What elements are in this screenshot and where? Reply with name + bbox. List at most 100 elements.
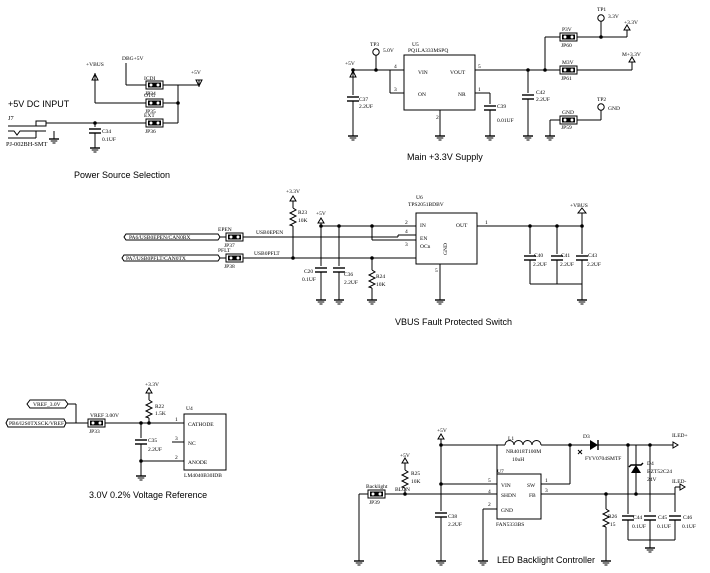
jumper-jp39[interactable] <box>367 489 386 499</box>
sig-pflt: PA7/USB0PFLT/CAN0TX <box>126 256 186 262</box>
led-p5v-b: +5V <box>400 453 410 459</box>
jumper-jp35[interactable] <box>145 98 164 108</box>
main33-section-title: Main +3.3V Supply <box>407 152 483 162</box>
jumper-jp37[interactable] <box>225 232 244 242</box>
u7-pin-gnd: GND <box>501 508 513 514</box>
c45-val: 0.1UF <box>657 524 671 530</box>
u6-n2: 2 <box>405 220 408 226</box>
u4-n1: 1 <box>175 417 178 423</box>
ic-u7 <box>496 473 542 520</box>
c44-ref: C44 <box>633 515 642 521</box>
d3-part: FYV0704SMTF <box>585 456 621 462</box>
dbg5v-net-label: DBG+5V <box>122 56 143 62</box>
u4-part: LM4040B30IDB <box>184 473 222 479</box>
vbus-switch-section: +3.3V R23 10K +5V C20 0.1UF C36 2.2UF PA… <box>121 189 601 327</box>
u5-pin-vin: VIN <box>418 70 428 76</box>
j7-part: PJ-002BH-SMT <box>6 141 47 148</box>
u6-part: TPS2051BDBV <box>408 202 444 208</box>
c36-val: 2.2UF <box>344 280 358 286</box>
jp34-ref: JP34 <box>145 91 156 97</box>
ic-u6 <box>415 212 478 265</box>
m33-net-label: M+3.3V <box>622 52 641 58</box>
jp38-ref: JP38 <box>224 264 235 270</box>
c40-ref: C40 <box>534 253 543 259</box>
jumper-jp34[interactable] <box>145 80 164 90</box>
u6-n4: 4 <box>405 229 408 235</box>
jumper-jp38[interactable] <box>225 253 244 263</box>
u7-part: FAN5333BS <box>496 522 524 528</box>
u5-pin-on: ON <box>418 92 426 98</box>
r26-ref: R26 <box>608 514 617 520</box>
p3v-label: P3V <box>562 27 572 33</box>
c42-ref: C42 <box>536 90 545 96</box>
u4-pin-cathode: CATHODE <box>188 422 214 428</box>
u6-n3: 3 <box>405 242 408 248</box>
jumper-jp60[interactable] <box>559 32 578 42</box>
vbus-p5v-net: +5V <box>316 211 326 217</box>
u5-n5: 5 <box>478 64 481 70</box>
jp36-label: EXT <box>144 113 155 119</box>
c20-ref: C20 <box>304 269 313 275</box>
p5v-net-label-2: +5V <box>345 61 355 67</box>
u5-part: PQ1LA333MSPQ <box>408 48 448 54</box>
m3v-label: M3V <box>562 60 574 66</box>
vref-section-title: 3.0V 0.2% Voltage Reference <box>89 490 207 500</box>
jp36-ref: JP36 <box>145 129 156 135</box>
led-p5v-a: +5V <box>437 428 447 434</box>
jp35-ref: JP35 <box>145 109 156 115</box>
l1-val: 10uH <box>512 457 524 463</box>
vbus-net-out: +VBUS <box>570 203 588 209</box>
u5-n2: 2 <box>436 115 439 121</box>
tp2-val: GND <box>608 106 620 112</box>
u4-ref: U4 <box>186 406 193 412</box>
c34-val: 0.1UF <box>102 137 116 143</box>
vref-net-flag: VREF_3.0V <box>33 402 61 408</box>
l1-part: NR4018T100M <box>506 449 541 455</box>
tp1-ref: TP1 <box>597 7 606 13</box>
jp59-ref: JP59 <box>561 125 572 131</box>
d4-part: BZT52C24 <box>647 469 672 475</box>
ic-u5 <box>403 54 476 111</box>
c43-val: 2.2UF <box>587 262 601 268</box>
c44-val: 0.1UF <box>632 524 646 530</box>
r24-ref: R24 <box>376 274 385 280</box>
c20-val: 0.1UF <box>302 277 316 283</box>
vbus-section-title: VBUS Fault Protected Switch <box>395 317 512 327</box>
j7-ref: J7 <box>8 115 14 122</box>
sig-pb6: PB6/I2S0TXSCK/VREF <box>9 421 64 427</box>
r22-ref: R22 <box>155 404 164 410</box>
pflt-label: PFLT <box>218 248 231 254</box>
u6-pin-en: EN <box>420 236 427 242</box>
p5v-net-label: +5V <box>191 70 201 76</box>
u6-pin-in: IN <box>420 223 426 229</box>
u7-n2: 2 <box>488 502 491 508</box>
power-section-title: Power Source Selection <box>74 170 170 180</box>
p33-net-label: +3.3V <box>624 20 638 26</box>
u7-n4: 4 <box>488 489 491 495</box>
net-usb0pflt: USB0PFLT <box>254 251 280 257</box>
gnd-jumper-label: GND <box>562 110 574 116</box>
u5-pin-nr: NR <box>458 92 466 98</box>
c45-ref: C45 <box>658 515 667 521</box>
jumper-jp59[interactable] <box>559 115 578 125</box>
u5-ref: U5 <box>412 42 419 48</box>
epen-label: EPEN <box>218 227 232 233</box>
iled-plus: ILED+ <box>672 433 688 439</box>
jumper-jp33[interactable] <box>87 418 106 428</box>
u7-ref: U7 <box>497 469 504 475</box>
c34-ref: C34 <box>102 129 111 135</box>
jumper-jp36[interactable] <box>145 118 164 128</box>
net-usb0epen: USB0EPEN <box>256 230 283 236</box>
u7-pin-shdn: SHDN <box>501 493 516 499</box>
jp33-ref: JP33 <box>89 429 100 435</box>
u4-pin-nc: NC <box>188 441 196 447</box>
led-section: +5V C38 2.2UF L1 NR4018T100M 10uH D3 FYV… <box>353 428 696 566</box>
jumper-jp61[interactable] <box>559 65 578 75</box>
tp1-val: 3.3V <box>608 14 619 20</box>
vref-p33-net: +3.3V <box>145 382 159 388</box>
r25-val: 10K <box>411 479 421 485</box>
u5-pin-vout: VOUT <box>450 70 466 76</box>
vbus-net-label: +VBUS <box>86 62 104 68</box>
c36-ref: C36 <box>344 272 353 278</box>
